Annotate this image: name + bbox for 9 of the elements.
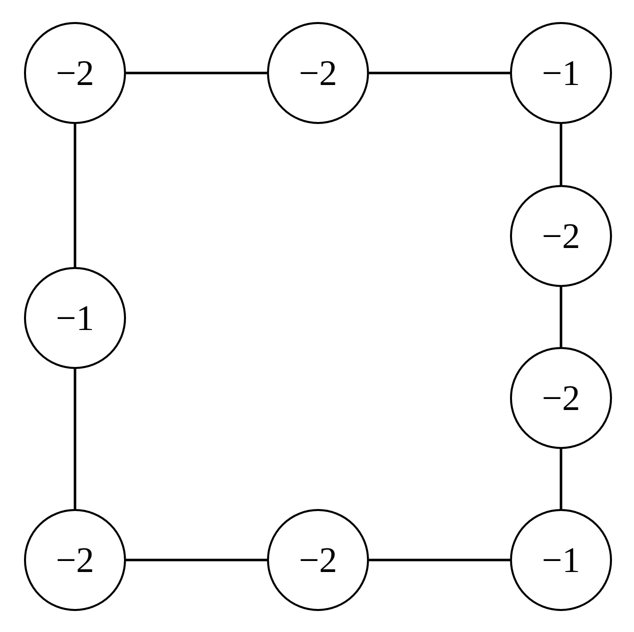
connector-line bbox=[560, 287, 562, 347]
connector-line bbox=[560, 449, 562, 509]
connector-line bbox=[126, 558, 267, 562]
connector-line bbox=[74, 124, 76, 267]
connector-line bbox=[369, 72, 510, 74]
connector-line bbox=[126, 72, 267, 74]
connector-line bbox=[369, 558, 510, 562]
connector-line bbox=[74, 369, 76, 509]
connector-line bbox=[560, 124, 562, 185]
